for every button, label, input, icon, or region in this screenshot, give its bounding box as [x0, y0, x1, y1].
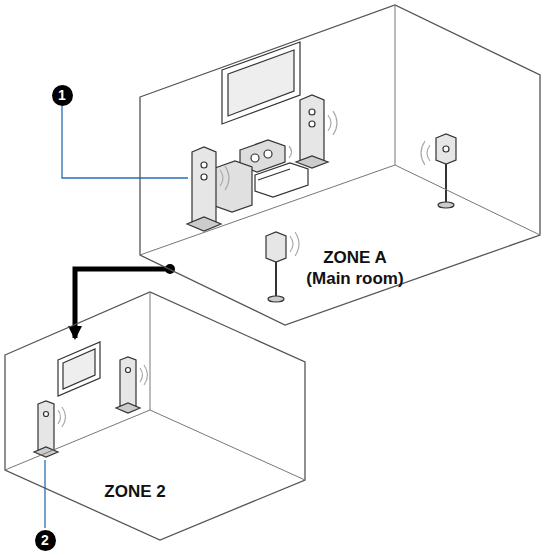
- speaker-tower: [300, 95, 324, 165]
- receiver-panel: [258, 169, 290, 180]
- room-outline: [5, 290, 305, 545]
- sound-waves: [58, 111, 430, 427]
- stand-base: [438, 202, 454, 208]
- surround-speaker: [266, 232, 286, 262]
- room-zone: ZONE A (Main room): [140, 5, 540, 345]
- speaker-driver: [251, 154, 259, 162]
- speaker-tower: [120, 357, 136, 409]
- speaker-driver: [309, 121, 315, 127]
- speaker-driver: [443, 146, 449, 152]
- callout-number: 2: [35, 530, 56, 551]
- room-corner: [5, 292, 305, 480]
- speaker-driver: [126, 368, 131, 373]
- surround-speaker: [436, 134, 456, 164]
- speaker-tower: [38, 401, 54, 453]
- tv-frame: [58, 342, 100, 396]
- room-zone: ZONE 2: [5, 290, 305, 545]
- zone-label: ZONE A (Main room): [302, 247, 408, 290]
- leader-line: [44, 460, 45, 528]
- speaker-driver: [201, 174, 207, 180]
- subwoofer: [215, 161, 252, 212]
- leader-lines: [45, 106, 188, 528]
- speaker-driver: [309, 109, 315, 115]
- leader-line: [62, 106, 188, 178]
- speaker-base: [34, 447, 58, 457]
- room-outline: [140, 5, 540, 345]
- speaker-stand: [445, 164, 447, 204]
- speaker-base: [187, 217, 221, 231]
- speaker-tower: [192, 147, 216, 227]
- stand-base: [268, 296, 284, 302]
- av-receiver: [255, 163, 308, 197]
- zone-label: ZONE 2: [82, 481, 188, 502]
- room-walls: [5, 292, 305, 540]
- tv-screen: [228, 50, 294, 116]
- tv-screen: [63, 349, 95, 389]
- speaker-driver: [44, 412, 49, 417]
- room-corner: [140, 5, 540, 255]
- zone-arrow: [75, 264, 175, 338]
- callout-number: 1: [52, 85, 73, 106]
- room-walls: [140, 5, 540, 325]
- tv-frame: [222, 42, 300, 124]
- speaker-base: [116, 403, 140, 413]
- speaker-driver: [264, 150, 272, 158]
- speaker-stand: [275, 262, 277, 298]
- speaker-driver: [201, 162, 207, 168]
